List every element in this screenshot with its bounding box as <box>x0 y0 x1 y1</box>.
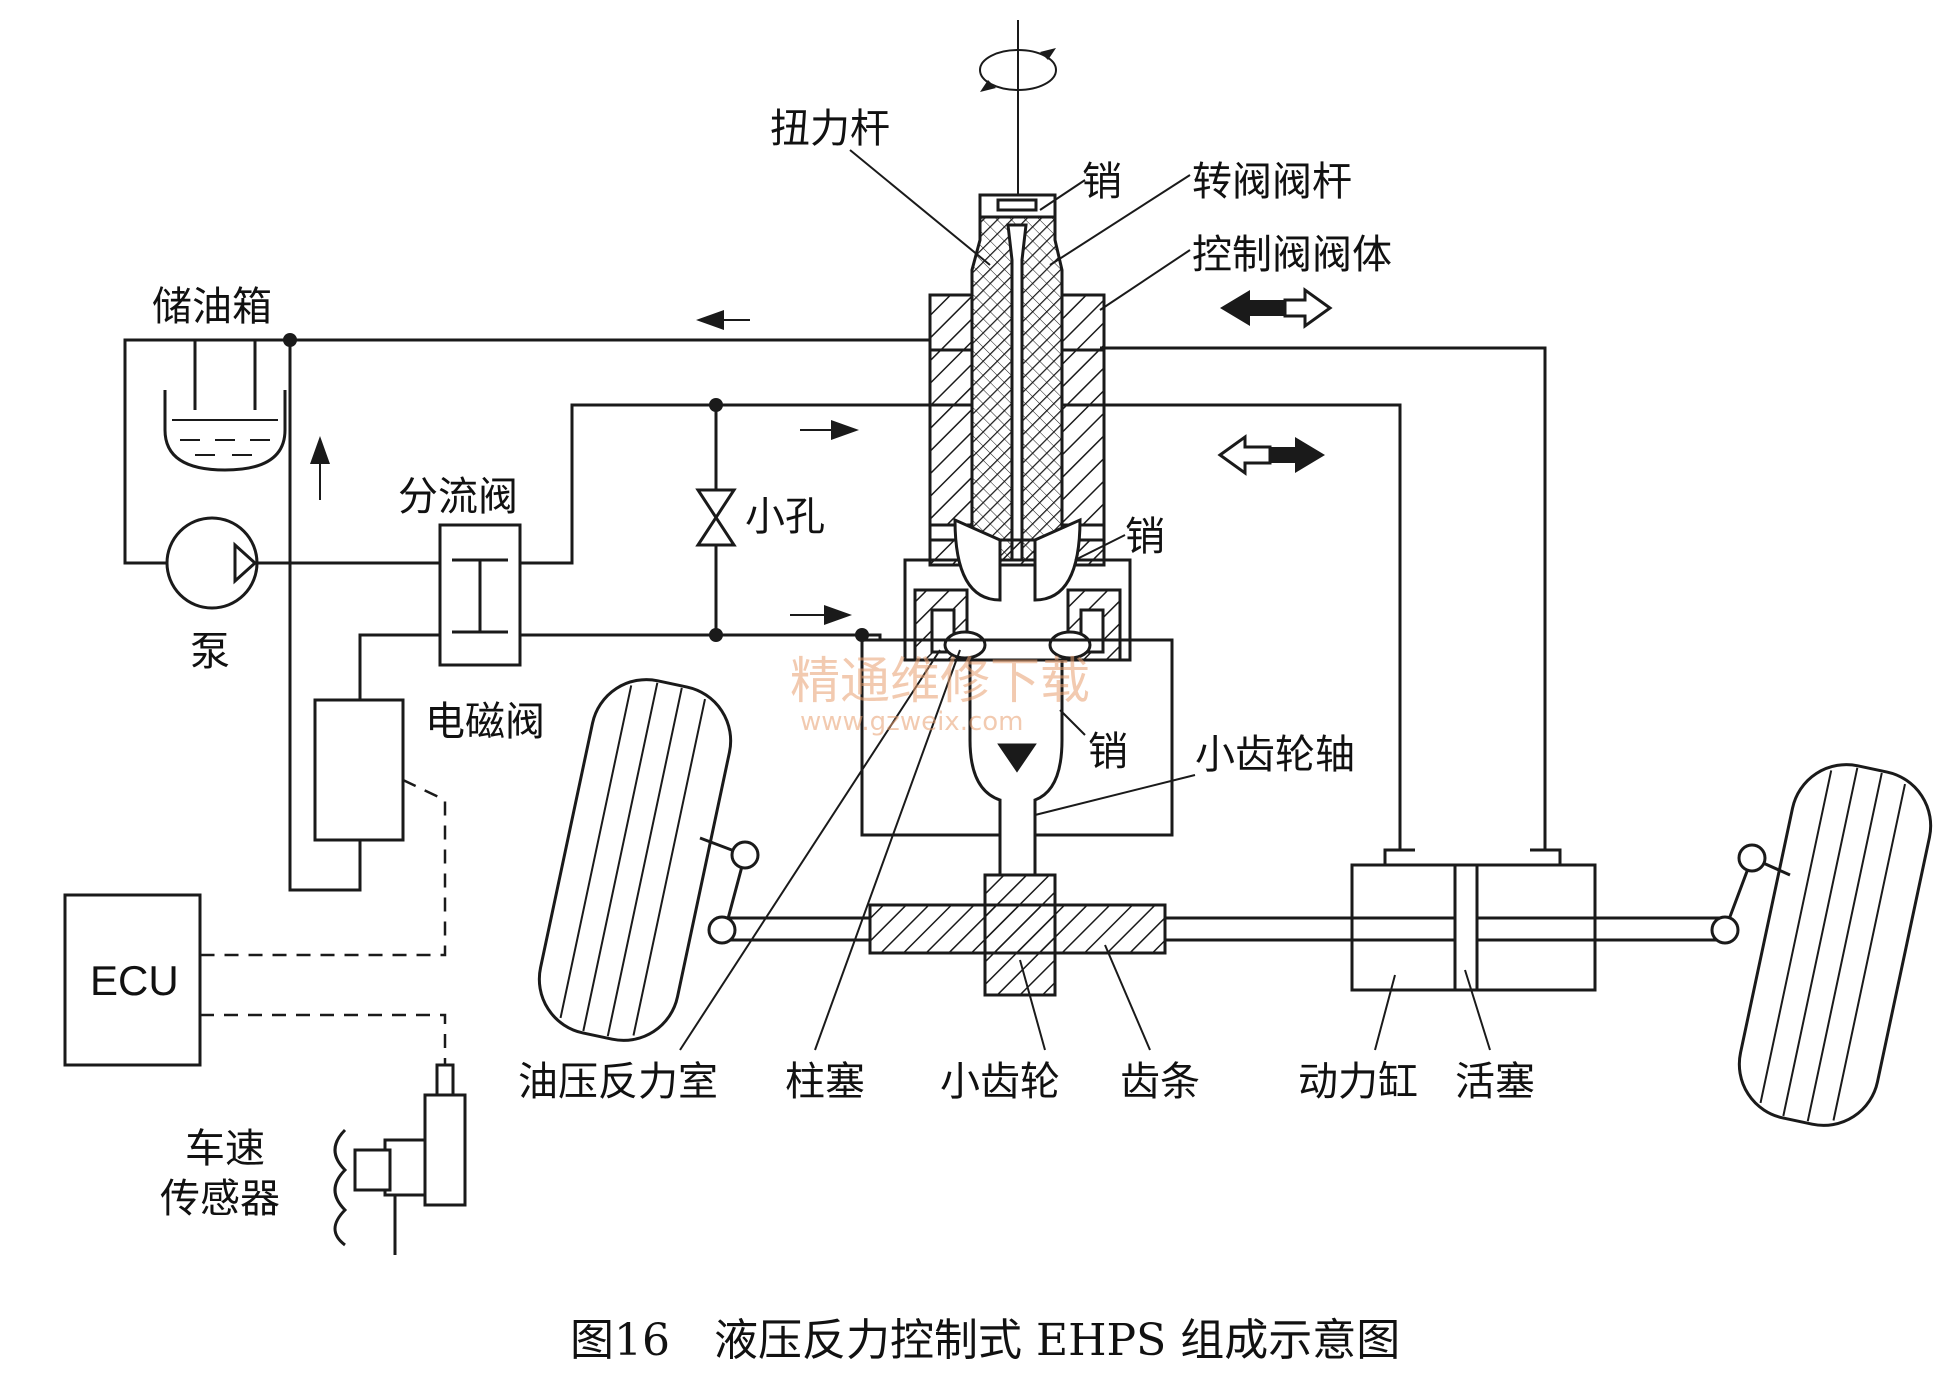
direction-arrows <box>1217 287 1333 476</box>
rotary-valve <box>860 20 1174 877</box>
label-flow-divider: 分流阀 <box>398 474 518 520</box>
label-pump: 泵 <box>190 629 230 675</box>
label-pin-low: 销 <box>1088 729 1128 775</box>
watermark-url: www.gzweix.com <box>800 707 1024 737</box>
label-pinion: 小齿轮 <box>940 1059 1060 1105</box>
label-reaction-chamber: 油压反力室 <box>518 1059 718 1105</box>
watermark-cn: 精通维修下载 <box>790 652 1090 710</box>
orifice <box>695 488 737 547</box>
label-rack: 齿条 <box>1120 1059 1200 1105</box>
label-solenoid-valve: 电磁阀 <box>425 699 545 745</box>
figure-caption: 图16 液压反力控制式 EHPS 组成示意图 <box>570 1315 1400 1366</box>
signal-lines <box>200 778 447 1070</box>
label-rotary-valve-stem: 转阀阀杆 <box>1192 159 1352 205</box>
leader-lines <box>679 149 1491 1051</box>
pump <box>165 516 259 610</box>
label-power-cylinder: 动力缸 <box>1298 1059 1418 1105</box>
left-wheel <box>537 678 760 1042</box>
label-speed-sensor-1: 车速 <box>185 1126 265 1172</box>
label-control-valve-body: 控制阀阀体 <box>1192 232 1392 278</box>
label-pinion-shaft: 小齿轮轴 <box>1195 732 1355 778</box>
speed-sensor <box>333 1063 467 1255</box>
label-piston: 活塞 <box>1455 1059 1535 1105</box>
label-ecu: ECU <box>90 957 179 1004</box>
label-plunger: 柱塞 <box>785 1059 865 1105</box>
label-pin-top: 销 <box>1082 159 1122 205</box>
label-torsion-bar: 扭力杆 <box>770 106 890 152</box>
label-speed-sensor-2: 传感器 <box>160 1176 280 1222</box>
label-pin-mid: 销 <box>1125 514 1165 560</box>
label-reservoir: 储油箱 <box>152 284 272 330</box>
label-orifice: 小孔 <box>745 494 825 540</box>
ecu-unit <box>63 893 202 1067</box>
rack-assembly <box>722 873 1725 997</box>
right-wheel <box>1710 763 1933 1127</box>
solenoid-valve <box>313 698 405 842</box>
power-cylinder <box>1350 848 1597 992</box>
reservoir <box>163 340 287 472</box>
hydraulic-lines <box>123 333 1547 892</box>
flow-arrows <box>310 310 859 625</box>
flow-divider <box>438 523 522 667</box>
